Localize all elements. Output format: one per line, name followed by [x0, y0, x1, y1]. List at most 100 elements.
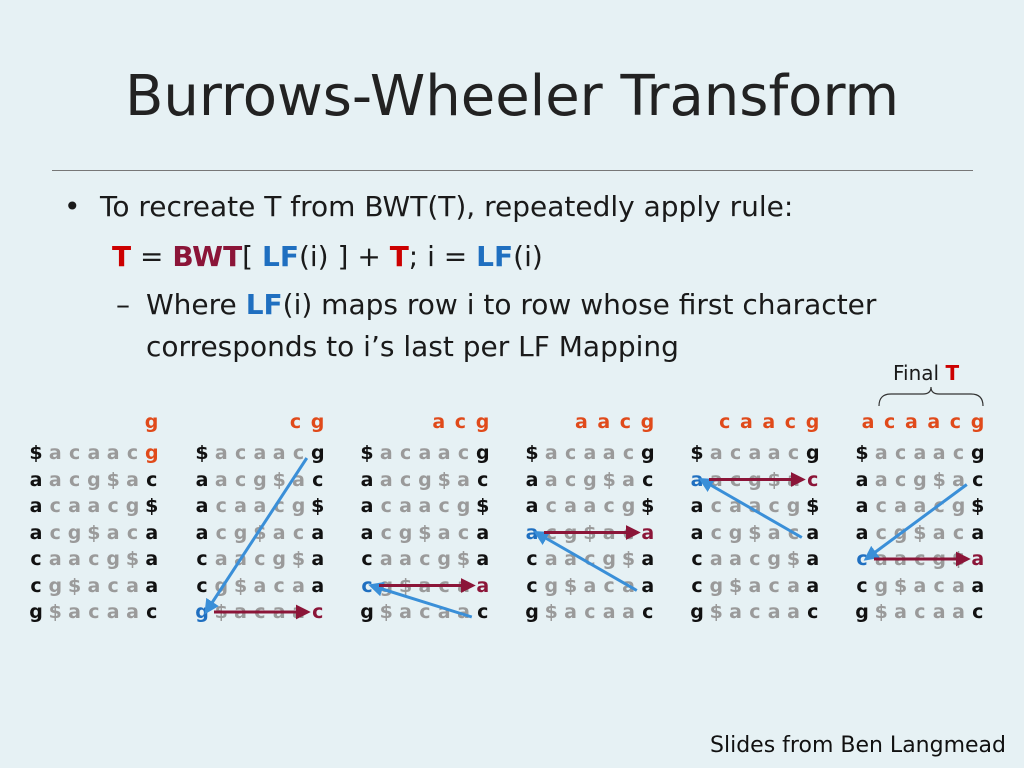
middle-char: $ [125, 548, 140, 570]
middle-char: a [544, 548, 558, 570]
middle-char: c [88, 601, 100, 623]
middle-char: c [399, 468, 412, 491]
first-char: g [690, 601, 704, 623]
formula-open: [ [242, 240, 262, 273]
middle-char: a [292, 468, 305, 491]
final-brace [878, 386, 984, 407]
first-char: $ [360, 442, 374, 464]
middle-char: c [710, 495, 722, 517]
step-header: c a a c g [719, 411, 821, 433]
middle-char: $ [913, 521, 927, 544]
middle-char: a [214, 442, 228, 464]
middle-char: g [913, 468, 927, 491]
last-char: c [477, 601, 489, 623]
step-header: a c g [432, 411, 491, 433]
last-char: c [972, 468, 984, 491]
middle-char: c [438, 574, 450, 597]
middle-char: g [709, 574, 724, 597]
middle-char: g [602, 548, 616, 570]
middle-char: g [728, 521, 743, 544]
middle-char: c [933, 574, 945, 597]
middle-char: c [564, 442, 577, 464]
middle-char: a [894, 548, 907, 570]
last-char: $ [476, 495, 490, 517]
middle-char: c [545, 521, 557, 544]
middle-char: g [951, 495, 966, 517]
middle-char: a [292, 601, 305, 623]
middle-char: a [564, 548, 577, 570]
middle-char: c [380, 521, 392, 544]
middle-char: a [399, 548, 412, 570]
middle-char: g [748, 468, 762, 491]
first-char: a [360, 468, 374, 491]
middle-char: a [952, 601, 965, 623]
first-char: a [855, 521, 869, 544]
first-char: g [525, 601, 539, 623]
middle-char: g [291, 495, 306, 517]
middle-char: a [272, 521, 286, 544]
middle-char: $ [106, 468, 120, 491]
middle-char: a [709, 442, 723, 464]
last-char: a [641, 574, 655, 597]
first-char: c [196, 574, 208, 597]
last-char: c [312, 601, 324, 623]
middle-char: c [49, 521, 61, 544]
last-char: $ [145, 495, 159, 517]
formula: T = BWT[ LF(i) ] + T; i = LF(i) [112, 240, 543, 274]
middle-char: $ [951, 548, 966, 570]
first-char: a [690, 521, 704, 544]
middle-char: $ [767, 468, 781, 491]
middle-char: c [768, 574, 780, 597]
sub-bullet-rest1: (i) maps row i to row whose first charac… [282, 288, 877, 321]
middle-char: a [418, 495, 432, 517]
last-char: a [476, 521, 490, 544]
last-char: c [312, 468, 324, 491]
middle-char: a [602, 601, 616, 623]
middle-char: a [544, 468, 558, 491]
middle-char: g [48, 574, 63, 597]
bullet-text: To recreate T from BWT(T), repeatedly ap… [100, 190, 794, 223]
middle-char: g [621, 495, 636, 517]
middle-char: $ [709, 601, 723, 623]
middle-char: $ [456, 548, 471, 570]
middle-char: $ [233, 574, 248, 597]
first-char: g [29, 601, 43, 623]
middle-char: a [583, 495, 597, 517]
middle-char: g [786, 495, 801, 517]
middle-char: $ [214, 601, 228, 623]
middle-char: $ [583, 521, 597, 544]
middle-char: c [952, 521, 965, 544]
middle-char: a [126, 601, 139, 623]
middle-char: a [234, 495, 247, 517]
step-header: g [144, 411, 160, 433]
first-char: a [855, 495, 869, 517]
last-char: c [807, 601, 819, 623]
middle-char: c [914, 601, 926, 623]
middle-char: a [272, 442, 286, 464]
middle-char: a [253, 574, 267, 597]
last-char: a [806, 548, 820, 570]
middle-char: c [603, 574, 615, 597]
middle-char: c [564, 468, 577, 491]
middle-char: g [583, 468, 597, 491]
middle-char: a [253, 442, 267, 464]
middle-char: a [214, 468, 228, 491]
middle-char: a [932, 442, 946, 464]
middle-char: c [622, 442, 635, 464]
middle-char: a [292, 574, 305, 597]
formula-arg2: (i) [513, 240, 543, 273]
middle-char: a [379, 468, 393, 491]
middle-char: c [438, 495, 450, 517]
middle-char: c [914, 548, 926, 570]
middle-char: g [106, 548, 120, 570]
middle-char: a [437, 442, 451, 464]
last-char: g [310, 442, 325, 464]
